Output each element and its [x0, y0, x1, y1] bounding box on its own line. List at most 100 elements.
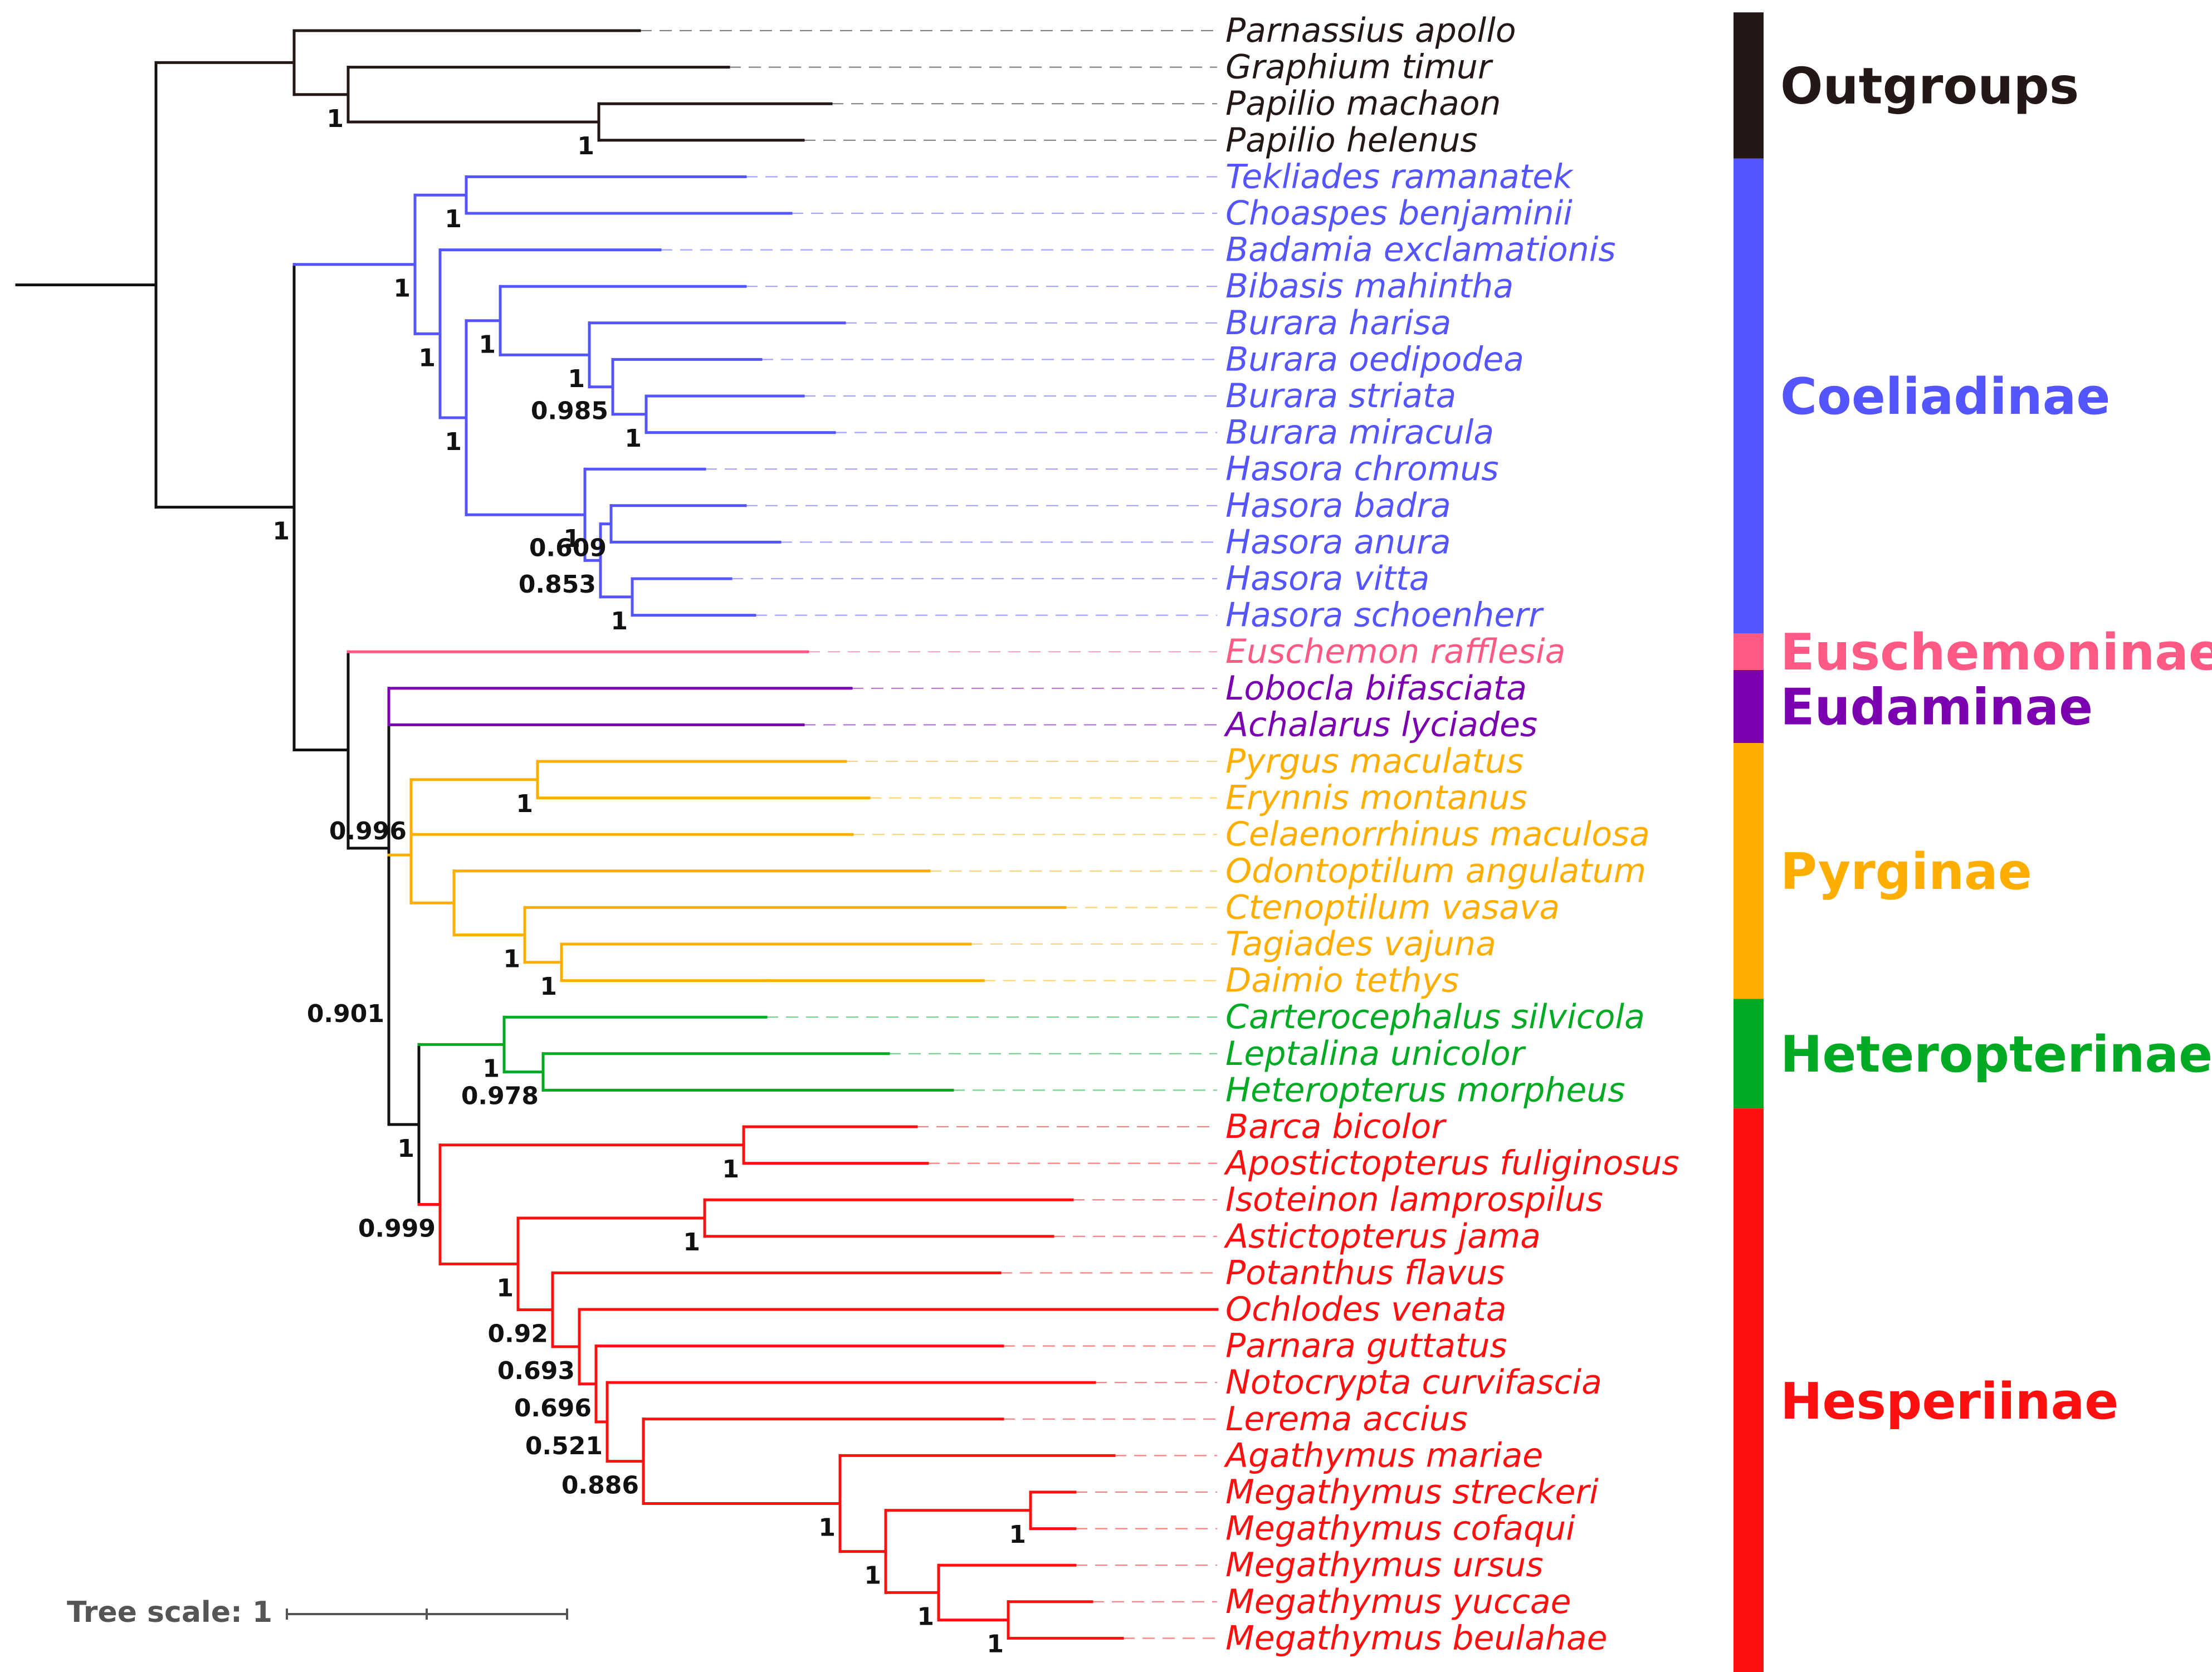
- taxon-label: Megathymus streckeri: [1225, 1473, 1599, 1512]
- tree-branches: [15, 29, 1219, 1640]
- support-value: 0.92: [487, 1320, 548, 1348]
- support-value: 1: [496, 1274, 514, 1302]
- taxon-label: Badamia exclamationis: [1225, 231, 1616, 270]
- taxon-label: Pyrgus maculatus: [1225, 742, 1524, 781]
- clade-label: Heteropterinae: [1780, 1025, 2212, 1084]
- support-value: 1: [1009, 1521, 1026, 1549]
- taxon-label: Lerema accius: [1225, 1400, 1468, 1439]
- taxon-label: Bibasis mahintha: [1225, 267, 1513, 306]
- clade-label: Euschemoninae: [1780, 623, 2212, 682]
- taxon-label: Tagiades vajuna: [1225, 925, 1496, 964]
- taxon-label: Isoteinon lamprospilus: [1225, 1180, 1603, 1219]
- taxon-label: Hasora vitta: [1225, 559, 1429, 598]
- support-value: 1: [272, 517, 290, 546]
- support-value: 0.978: [461, 1082, 539, 1111]
- taxon-label: Megathymus ursus: [1225, 1546, 1544, 1585]
- tree-scale-label: Tree scale: 1: [67, 1596, 272, 1629]
- clade-label: Eudaminae: [1780, 678, 2093, 737]
- taxon-label: Burara oedipodea: [1225, 340, 1524, 379]
- support-value: 1: [516, 790, 533, 818]
- taxon-label: Papilio helenus: [1225, 121, 1478, 160]
- clade-color-bar: [1734, 158, 1764, 634]
- taxon-label: Hasora schoenherr: [1225, 596, 1544, 635]
- support-value: 1: [563, 525, 580, 553]
- support-value: 1: [917, 1602, 934, 1631]
- taxon-label: Erynnis montanus: [1225, 779, 1527, 818]
- clade-color-bar: [1734, 1108, 1764, 1672]
- taxon-label: Lobocla bifasciata: [1225, 669, 1527, 708]
- support-value: 1: [445, 205, 462, 233]
- support-value: 1: [577, 132, 594, 160]
- support-value: 1: [418, 344, 436, 372]
- clade-color-bar: [1734, 12, 1764, 159]
- taxon-label: Burara harisa: [1225, 304, 1451, 343]
- support-value: 1: [987, 1630, 1004, 1659]
- clade-color-bar: [1734, 999, 1764, 1109]
- taxon-label: Hasora badra: [1225, 486, 1451, 525]
- taxon-label: Potanthus flavus: [1225, 1253, 1505, 1292]
- support-value: 0.696: [514, 1394, 592, 1422]
- support-value: 1: [393, 275, 411, 303]
- support-value: 1: [568, 365, 585, 393]
- taxon-label: Notocrypta curvifascia: [1225, 1363, 1602, 1402]
- tree-scale-bar: Tree scale: 1: [67, 1596, 568, 1629]
- taxon-label: Odontoptilum angulatum: [1225, 852, 1646, 891]
- clade-color-bar: [1734, 670, 1764, 744]
- support-value: 0.886: [561, 1471, 639, 1500]
- taxon-label: Apostictopterus fuliginosus: [1223, 1144, 1679, 1183]
- support-value: 1: [397, 1135, 414, 1163]
- support-value: 1: [540, 972, 557, 1001]
- taxon-label: Euschemon rafflesia: [1225, 632, 1565, 671]
- taxon-label: Hasora chromus: [1225, 449, 1499, 488]
- taxon-label: Burara miracula: [1225, 413, 1494, 452]
- taxon-label: Leptalina unicolor: [1225, 1034, 1526, 1073]
- taxon-label: Astictopterus jama: [1223, 1217, 1541, 1256]
- taxon-label: Tekliades ramanatek: [1225, 157, 1574, 196]
- clade-label: Coeliadinae: [1780, 368, 2110, 426]
- taxon-label: Daimio tethys: [1225, 961, 1459, 1000]
- support-values: 11110.985110.60910.853111110.996110.9781…: [272, 105, 1026, 1659]
- taxon-label: Achalarus lyciades: [1223, 705, 1537, 744]
- taxon-label: Hasora anura: [1225, 522, 1451, 561]
- taxon-label: Megathymus beulahae: [1225, 1619, 1608, 1658]
- support-value: 0.901: [307, 1000, 384, 1028]
- taxon-label: Graphium timur: [1225, 48, 1493, 87]
- taxon-label: Agathymus mariae: [1223, 1436, 1543, 1475]
- support-value: 1: [624, 424, 642, 453]
- clade-color-bar: [1734, 743, 1764, 999]
- clade-label: Outgroups: [1780, 57, 2079, 115]
- taxon-label: Megathymus yuccae: [1225, 1582, 1571, 1621]
- taxon-label: Burara striata: [1225, 377, 1456, 415]
- clade-color-bar: [1734, 633, 1764, 670]
- taxon-label: Choaspes benjaminii: [1225, 194, 1573, 233]
- support-value: 1: [503, 945, 520, 974]
- support-value: 1: [683, 1228, 700, 1257]
- support-value: 0.521: [525, 1432, 603, 1460]
- taxon-label: Ochlodes venata: [1225, 1290, 1506, 1329]
- taxon-label: Carterocephalus silvicola: [1225, 998, 1645, 1037]
- support-value: 1: [482, 1054, 500, 1083]
- support-value: 0.999: [358, 1215, 436, 1243]
- taxon-label: Celaenorrhinus maculosa: [1225, 815, 1650, 854]
- support-value: 1: [722, 1155, 739, 1184]
- taxon-label: Papilio machaon: [1225, 84, 1501, 123]
- clade-label: Pyrginae: [1780, 843, 2032, 901]
- support-value: 0.693: [497, 1357, 575, 1385]
- support-value: 1: [864, 1562, 881, 1590]
- support-value: 1: [478, 331, 496, 359]
- support-value: 0.609: [529, 534, 607, 563]
- taxon-label: Parnara guttatus: [1225, 1327, 1507, 1366]
- taxon-label: Barca bicolor: [1225, 1107, 1447, 1146]
- clade-label: Hesperiinae: [1780, 1372, 2118, 1431]
- taxon-label: Ctenoptilum vasava: [1225, 888, 1560, 927]
- support-value: 1: [611, 607, 628, 635]
- support-value: 0.996: [329, 817, 407, 845]
- taxon-label: Heteropterus morpheus: [1225, 1070, 1625, 1109]
- clade-annotations: OutgroupsCoeliadinaeEuschemoninaeEudamin…: [1734, 12, 2212, 1672]
- taxon-label: Parnassius apollo: [1225, 11, 1516, 50]
- support-value: 0.985: [531, 397, 608, 426]
- support-value: 1: [326, 105, 344, 133]
